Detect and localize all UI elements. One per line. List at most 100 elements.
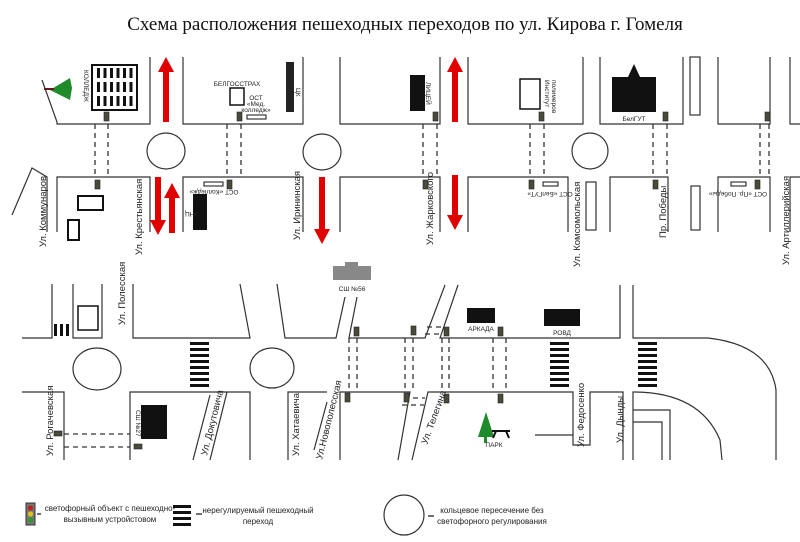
- street-polesskaya: Ул. Полесская: [117, 262, 128, 325]
- window: [110, 96, 113, 106]
- window: [123, 68, 126, 78]
- label-enc: ЭНЦ: [185, 210, 199, 217]
- zebra-stripe: [638, 354, 657, 357]
- legend-traffic-light-icon: [25, 502, 41, 526]
- tree-icon: [50, 78, 72, 100]
- arrow-down-icon: [314, 177, 330, 244]
- bus-stop-icon: [730, 181, 747, 187]
- window: [103, 82, 107, 92]
- label-school56: СШ №56: [339, 286, 366, 293]
- traffic-light-icon: [497, 393, 504, 404]
- legend-zebra-icon: [173, 505, 202, 526]
- zebra-crossing: [550, 342, 569, 387]
- window: [97, 68, 100, 78]
- window: [110, 68, 113, 78]
- school27-building-icon: [141, 405, 167, 439]
- traffic-light-icon: [353, 326, 360, 337]
- map-title: Схема расположения пешеходных переходов …: [127, 14, 683, 35]
- roundabout: [249, 347, 295, 389]
- legend-traffic-light-text: вызывным устройстовом: [64, 515, 157, 524]
- zebra-stripe: [550, 348, 569, 351]
- building-icon: [77, 195, 104, 211]
- zebra-stripe: [190, 354, 209, 357]
- roundabout: [302, 133, 342, 171]
- window: [129, 82, 133, 92]
- lyceum-building-icon: [410, 75, 425, 111]
- zebra-stripe: [550, 360, 569, 363]
- label-polymers: Институт: [543, 80, 550, 107]
- zebra-stripe: [638, 360, 657, 363]
- arrow-down-icon: [447, 175, 463, 230]
- window: [116, 96, 120, 106]
- legend-zebra-text: нерегулируемый пешеходный: [202, 506, 313, 515]
- zebra-crossing: [54, 324, 69, 336]
- legend-traffic-light-text: светофорный объект с пешеходно-: [45, 504, 176, 513]
- tsk-building-icon: [286, 62, 294, 112]
- street-dyndy: Ул. Дынды: [615, 396, 626, 443]
- traffic-light-icon: [103, 111, 110, 122]
- zebra-stripe: [190, 372, 209, 375]
- zebra-stripe: [190, 366, 209, 369]
- window: [116, 82, 120, 92]
- label-stop-med-college: ОСТ: [249, 95, 263, 102]
- window: [97, 82, 100, 92]
- roundabouts: [72, 132, 609, 391]
- zebra-crossing: [190, 342, 209, 387]
- window: [103, 96, 107, 106]
- label-stop-belgut: ОСТ «БелГУТ»: [527, 190, 573, 197]
- label-stop-med-college: колледж»: [241, 107, 271, 114]
- label-stop-med-college: «Мед.: [247, 101, 265, 108]
- bench-icon: [492, 430, 510, 439]
- building-icon: [77, 305, 99, 331]
- street-pobedy: Пр. Победы: [658, 186, 669, 238]
- traffic-light-icon: [403, 392, 410, 403]
- signalized-crossings: [64, 124, 770, 448]
- zebra-crossing: [638, 342, 657, 387]
- traffic-light-icon: [432, 111, 439, 122]
- window: [129, 68, 133, 78]
- zebra-stripe: [638, 366, 657, 369]
- label-lyceum: ЛИЦЕЙ: [424, 82, 433, 105]
- traffic-light-icon: [538, 111, 545, 122]
- rovd-building-icon: [544, 309, 580, 326]
- window: [103, 68, 107, 78]
- zebra-stripe: [550, 378, 569, 381]
- college-windows: [97, 68, 133, 106]
- roundabout: [72, 347, 122, 391]
- zebra-stripe: [638, 378, 657, 381]
- legend-roundabout-text: кольцевое пересечение без: [440, 506, 544, 515]
- roundabout: [571, 132, 609, 170]
- traffic-light-icon: [422, 179, 429, 190]
- zebra-stripe: [550, 342, 569, 345]
- arrow-up-icon: [447, 57, 463, 122]
- traffic-light-icon: [497, 326, 504, 337]
- street-khataevicha: Ул. Хатаевича: [291, 392, 302, 456]
- bus-stop-icon: [246, 114, 267, 120]
- street-artilleriyskaya: Ул. Артиллерийская: [781, 176, 792, 265]
- label-polymers: полимеров: [550, 80, 557, 114]
- legend-roundabout-text: светофорного регулирования: [437, 517, 547, 526]
- traffic-light-icon: [652, 179, 659, 190]
- zebra-stripe: [190, 342, 209, 345]
- street-irininskaya: Ул. Ирининская: [292, 171, 303, 240]
- traffic-direction-arrows: [150, 57, 463, 244]
- tree-icon: [478, 412, 494, 437]
- street-rogachevskaya: Ул. Рогачевская: [45, 386, 56, 456]
- zebra-crossings: [54, 324, 657, 387]
- bus-stop-icon: [542, 181, 559, 187]
- building-labels: КОЛЛЕДЖ БЕЛГОССТРАХ ОСТ «Мед. колледж» Ц…: [82, 70, 767, 449]
- arkada-building-icon: [467, 308, 495, 323]
- road-edges-upper: [11, 56, 800, 232]
- zebra-stripe: [550, 384, 569, 387]
- zebra-stripe: [190, 384, 209, 387]
- traffic-light-icon: [94, 179, 101, 190]
- label-rovd: РОВД: [553, 330, 571, 337]
- belgosstrakh-building-icon: [229, 87, 245, 106]
- enc-building-icon: [193, 194, 207, 230]
- window: [123, 82, 126, 92]
- traffic-light-icon: [344, 392, 351, 403]
- zebra-stripe: [550, 366, 569, 369]
- label-arkada: АРКАДА: [468, 326, 494, 333]
- label-stop-kolledzh: ОСТ «Колледж»: [189, 188, 238, 195]
- street-kommunarov: Ул. Коммунаров: [38, 176, 49, 247]
